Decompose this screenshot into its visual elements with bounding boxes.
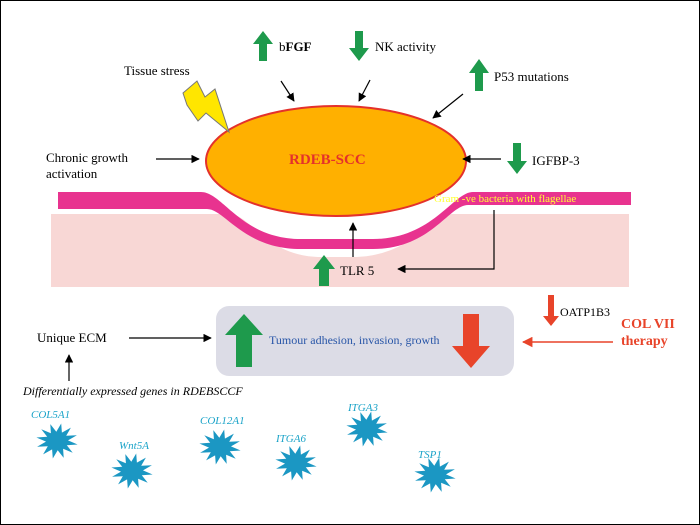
tumour-adhesion-label: Tumour adhesion, invasion, growth (269, 333, 440, 347)
arrow-p53 (432, 93, 464, 119)
star-icon-col5a1 (36, 423, 78, 459)
diff-genes-label: Differentially expressed genes in RDEBSC… (23, 384, 243, 398)
bfgf-prefix: b (279, 39, 286, 54)
arrow-nk (358, 79, 371, 102)
down-arrow-icon (349, 31, 527, 174)
down-arrow-nk (349, 31, 369, 61)
nk-activity-label: NK activity (375, 39, 437, 54)
tissue-stress-label: Tissue stress (124, 63, 190, 78)
arrow-bacteria-tlr5 (397, 210, 495, 274)
star-icon-itga6 (275, 445, 317, 481)
oatp1b3-label: OATP1B3 (560, 305, 611, 319)
gene-label-col5a1: COL5A1 (31, 409, 71, 421)
lightning-icon (182, 80, 231, 134)
therapy-label: therapy (621, 334, 668, 349)
up-arrow-p53 (469, 59, 489, 91)
star-icon-wnt5a (111, 453, 153, 489)
gene-label-wnt5a: Wnt5A (119, 440, 149, 452)
down-arrow-igfbp3 (507, 143, 527, 174)
star-icon-col12a1 (199, 429, 241, 465)
igfbp3-label: IGFBP-3 (532, 153, 580, 168)
p53-label: P53 mutations (494, 69, 569, 84)
bacteria-label: Gram -ve bacteria with flagellae (434, 193, 577, 205)
bfgf-label: bFGF (279, 39, 312, 54)
red-down-arrow-adhesion (452, 314, 490, 368)
activation-label: activation (46, 166, 98, 181)
gene-label-tsp1: TSP1 (418, 449, 442, 461)
star-icon-tsp1 (414, 457, 456, 493)
gene-label-itga3: ITGA3 (348, 402, 378, 414)
epidermis-layer (58, 192, 631, 249)
tumour-adhesion-box (216, 306, 514, 376)
bfgf-main: FGF (285, 39, 312, 54)
up-arrow-bfgf (253, 31, 273, 61)
unique-ecm-label: Unique ECM (37, 330, 107, 345)
col-vii-label: COL VII (621, 317, 675, 332)
gene-label-col12a1: COL12A1 (200, 415, 245, 427)
red-down-arrow-icon (452, 295, 559, 368)
up-arrow-adhesion (225, 314, 263, 367)
chronic-growth-label: Chronic growth (46, 150, 128, 165)
tlr5-label: TLR 5 (340, 263, 375, 278)
up-arrow-tlr5 (313, 255, 335, 286)
red-down-arrow-oatp (543, 295, 559, 326)
tumour-label: RDEB-SCC (289, 152, 366, 168)
up-arrow-icon (225, 31, 489, 367)
gene-stars (36, 411, 456, 493)
arrow-bfgf (280, 80, 295, 102)
star-icon-itga3 (346, 411, 388, 447)
gene-label-itga6: ITGA6 (276, 433, 306, 445)
